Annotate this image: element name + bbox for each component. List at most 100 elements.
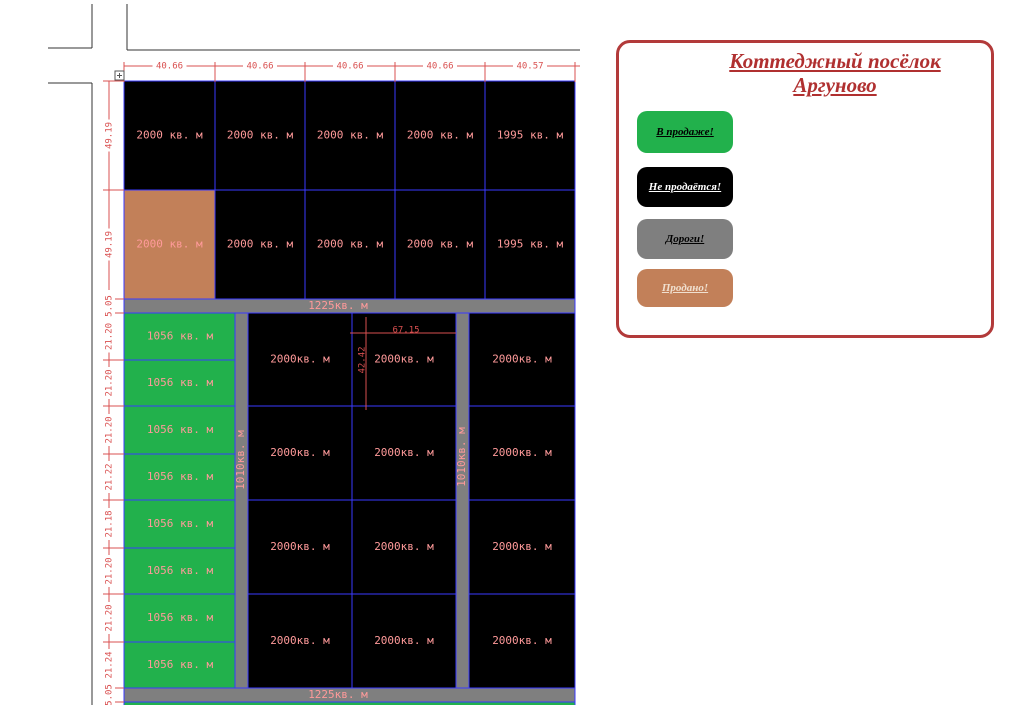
dimension-label: 21.18 — [105, 510, 115, 537]
legend-sold-label: Продано! — [661, 282, 709, 294]
legend-title-line1: Коттеджный посёлок — [729, 49, 941, 73]
site-plan-drawing: 2000 кв. м 2000 кв. м 2000 кв. м 2000 кв. м… — [48, 4, 580, 705]
plot-label: 2000кв. м — [374, 540, 434, 553]
legend-sold-button[interactable]: Продано! — [637, 269, 733, 307]
dimension-label-bg — [513, 60, 547, 72]
dimension-label-bg — [103, 649, 115, 681]
plot-label: 2000 кв. м — [136, 238, 203, 251]
plot-label: 1056 кв. м — [147, 611, 214, 624]
plot-for-sale — [123, 641, 236, 689]
plot-label: 2000кв. м — [374, 446, 434, 459]
road-vertical — [234, 312, 249, 689]
plot-not-for-sale — [484, 80, 576, 191]
plot-not-for-sale — [304, 80, 396, 191]
dimension-label: 40.57 — [516, 62, 543, 72]
dimension-label: 21.20 — [105, 604, 115, 631]
plot-not-for-sale — [247, 499, 353, 595]
plot-label: 2000кв. м — [492, 634, 552, 647]
legend-not-for-sale-button[interactable]: Не продаётся! — [637, 167, 733, 207]
dimension-label: 40.66 — [426, 62, 453, 72]
plot-not-for-sale — [247, 405, 353, 501]
plot-not-for-sale — [247, 312, 353, 407]
plot-label: 1995 кв. м — [497, 129, 564, 142]
dimension-label: 40.66 — [336, 62, 363, 72]
plot-not-for-sale — [468, 312, 576, 407]
dimension-label-bg — [103, 602, 115, 634]
dimension-label-bg — [103, 555, 115, 587]
plot-label: 2000кв. м — [270, 540, 330, 553]
plot-label: 1056 кв. м — [147, 376, 214, 389]
legend-panel: Коттеджный посёлок Аргуново В продаже! Н… — [616, 40, 994, 338]
legend-title: Коттеджный посёлок Аргуново — [711, 49, 959, 97]
plot-label: 2000кв. м — [492, 540, 552, 553]
dimension-label: 40.66 — [156, 62, 183, 72]
plot-label: 1056 кв. м — [147, 423, 214, 436]
dimension-label: 42.42 — [358, 346, 368, 373]
plot-label: 2000 кв. м — [317, 129, 384, 142]
plot-label: 2000кв. м — [270, 634, 330, 647]
plot-label: 2000кв. м — [270, 446, 330, 459]
plot-not-for-sale — [351, 405, 457, 501]
site-plan[interactable]: 2000 кв. м 2000 кв. м 2000 кв. м 2000 кв. м… — [0, 0, 600, 705]
plot-not-for-sale — [484, 189, 576, 300]
dimension-label-bg — [103, 367, 115, 399]
plot-for-sale — [123, 312, 236, 361]
legend-not-for-sale-label: Не продаётся! — [648, 181, 722, 193]
dimension-label: 21.20 — [105, 416, 115, 443]
plot-not-for-sale — [468, 405, 576, 501]
plot-label: 2000 кв. м — [317, 238, 384, 251]
dimension-label: 21.22 — [105, 463, 115, 490]
legend-for-sale-button[interactable]: В продаже! — [637, 111, 733, 153]
dimension-label-bg — [103, 290, 115, 322]
plot-label: 1056 кв. м — [147, 470, 214, 483]
plot-label: 1056 кв. м — [147, 517, 214, 530]
dimension-label: 67.15 — [392, 326, 419, 336]
plot-not-for-sale — [351, 593, 457, 689]
plot-for-sale — [123, 547, 236, 595]
road-label: 1010кв. м — [455, 427, 468, 487]
dimension-label-bg — [103, 461, 115, 493]
dimension-label: 21.20 — [105, 369, 115, 396]
plot-label: 2000 кв. м — [227, 238, 294, 251]
legend-for-sale-label: В продаже! — [656, 126, 714, 138]
plot-not-for-sale — [394, 80, 486, 191]
dimension-label-bg — [103, 508, 115, 540]
dimension-label: 21.20 — [105, 323, 115, 350]
plot-not-for-sale — [351, 499, 457, 595]
dimension-label-bg — [103, 228, 115, 261]
plot-label: 2000кв. м — [270, 353, 330, 366]
dimension-label-bg — [333, 60, 367, 72]
plot-for-sale — [123, 593, 236, 643]
plot-label: 2000кв. м — [374, 634, 434, 647]
dimension-label: 21.24 — [105, 651, 115, 678]
dimension-label-bg — [103, 119, 115, 152]
plot-sold — [123, 189, 216, 300]
dimension-label: 21.20 — [105, 557, 115, 584]
dimension-label: 40.66 — [246, 62, 273, 72]
plot-not-for-sale — [468, 593, 576, 689]
plot-label: 2000 кв. м — [407, 238, 474, 251]
plot-not-for-sale — [247, 593, 353, 689]
plot-for-sale — [123, 701, 576, 705]
road-label: 1225кв. м — [308, 299, 368, 312]
dimension-label-bg — [103, 320, 115, 353]
legend-title-line2: Аргуново — [793, 73, 877, 97]
road-label: 1010кв. м — [234, 430, 247, 490]
plot-not-for-sale — [468, 499, 576, 595]
dimension-label: 5.05 — [105, 684, 115, 705]
legend-roads-button[interactable]: Дороги! — [637, 219, 733, 259]
plot-for-sale — [123, 405, 236, 455]
plot-label: 1056 кв. м — [147, 330, 214, 343]
plot-for-sale — [123, 499, 236, 549]
dimension-label: 5.05 — [105, 295, 115, 317]
plot-label: 1056 кв. м — [147, 658, 214, 671]
plot-label: 2000 кв. м — [227, 129, 294, 142]
plot-label: 2000кв. м — [374, 353, 434, 366]
plot-label: 2000 кв. м — [136, 129, 203, 142]
plot-not-for-sale — [304, 189, 396, 300]
plot-label: 2000кв. м — [492, 446, 552, 459]
dimension-label-bg — [423, 60, 457, 72]
plot-not-for-sale — [351, 312, 457, 407]
plot-for-sale — [123, 453, 236, 501]
road-label: 1225кв. м — [308, 688, 368, 701]
